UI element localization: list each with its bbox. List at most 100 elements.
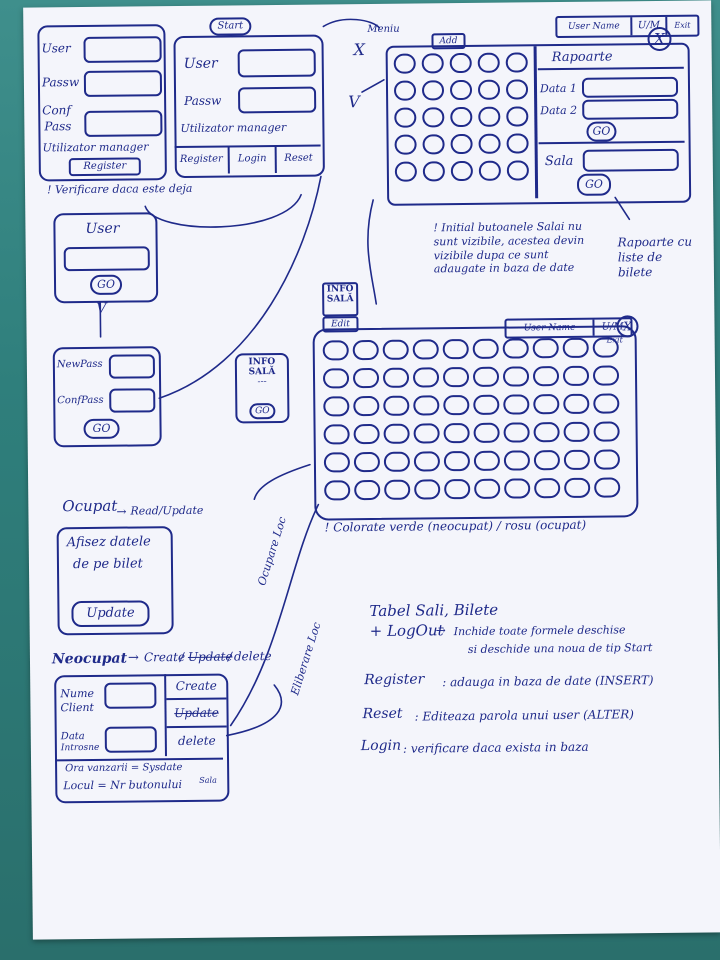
hall-button[interactable] [478, 106, 501, 127]
seat-button[interactable] [532, 338, 559, 359]
hall-button[interactable] [422, 134, 445, 155]
seat-button[interactable] [443, 450, 471, 472]
hall-button[interactable] [394, 161, 417, 182]
seat-button[interactable] [354, 479, 381, 501]
register-button[interactable]: Register [68, 157, 141, 177]
seat-button[interactable] [474, 478, 501, 499]
seat-button[interactable] [443, 394, 470, 416]
seat-button[interactable] [414, 479, 441, 500]
hall-button[interactable] [506, 106, 529, 127]
seat-button[interactable] [352, 339, 379, 361]
hall-button[interactable] [477, 52, 500, 73]
seat-button[interactable] [502, 338, 529, 359]
seat-button[interactable] [323, 424, 350, 445]
data2-field[interactable] [582, 98, 679, 120]
go-button[interactable]: GO [83, 418, 120, 440]
user-field[interactable] [237, 48, 316, 78]
pass-field[interactable] [237, 86, 317, 114]
user-field[interactable] [83, 36, 162, 63]
hall-button[interactable] [421, 80, 445, 101]
update-button[interactable]: Update [71, 600, 150, 628]
user-name-tab[interactable]: User Name [557, 17, 633, 37]
seat-button[interactable] [323, 396, 350, 417]
go-button-data[interactable]: GO [586, 121, 617, 142]
manager-option[interactable]: Utilizator manager [42, 140, 149, 155]
seat-button[interactable] [353, 451, 381, 473]
seat-button[interactable] [383, 451, 411, 472]
hall-button[interactable] [478, 160, 501, 181]
update-button[interactable]: Update [166, 699, 227, 729]
seat-button[interactable] [413, 451, 441, 472]
hall-button[interactable] [449, 79, 473, 101]
login-button[interactable]: Login [229, 146, 277, 174]
conf-pass-field[interactable] [84, 110, 163, 137]
hall-button[interactable] [394, 107, 417, 128]
hall-button[interactable] [505, 79, 529, 100]
seat-button[interactable] [503, 394, 530, 415]
seat-button[interactable] [473, 450, 501, 471]
side-go-button[interactable]: GO [249, 403, 276, 420]
seat-button[interactable] [413, 423, 440, 444]
hall-button[interactable] [478, 133, 501, 154]
seat-button[interactable] [504, 478, 531, 499]
seat-button[interactable] [533, 394, 560, 415]
seat-button[interactable] [323, 452, 351, 473]
newpass-field[interactable] [108, 354, 156, 379]
hall-button[interactable] [394, 134, 417, 155]
seat-button[interactable] [593, 449, 621, 470]
seat-button[interactable] [473, 394, 500, 415]
nume-client-field[interactable] [104, 682, 157, 709]
info-sala-tab[interactable]: INFO SALĂ [322, 282, 359, 317]
seat-button[interactable] [563, 393, 590, 414]
hall-button[interactable] [422, 161, 445, 182]
seat-button[interactable] [592, 337, 619, 358]
seat-button[interactable] [592, 365, 620, 386]
seat-button[interactable] [594, 477, 621, 498]
reset-button[interactable]: Reset [284, 152, 313, 164]
seat-button[interactable] [562, 365, 590, 386]
data-field[interactable] [104, 726, 157, 753]
hall-button[interactable] [450, 160, 473, 182]
seat-button[interactable] [382, 367, 410, 388]
hall-button[interactable] [477, 79, 501, 100]
hall-button[interactable] [421, 53, 444, 74]
sala-field[interactable] [582, 148, 679, 172]
hall-button[interactable] [505, 52, 528, 73]
seat-button[interactable] [503, 450, 531, 471]
seat-button[interactable] [564, 477, 591, 498]
seat-button[interactable] [472, 338, 499, 359]
pass-field[interactable] [83, 70, 163, 97]
seat-button[interactable] [384, 479, 411, 500]
seat-button[interactable] [383, 423, 410, 444]
seat-button[interactable] [443, 422, 470, 444]
hall-button[interactable] [393, 80, 417, 101]
seat-button[interactable] [503, 422, 530, 443]
hall-button[interactable] [422, 107, 445, 128]
seat-button[interactable] [353, 395, 380, 417]
seat-button[interactable] [382, 339, 409, 360]
go-button-sala[interactable]: GO [576, 173, 612, 196]
create-button[interactable]: Create [166, 673, 227, 701]
manager-option[interactable]: Utilizator manager [180, 120, 287, 135]
seat-button[interactable] [533, 450, 561, 471]
seat-button[interactable] [324, 480, 351, 501]
seat-button[interactable] [563, 449, 591, 470]
seat-button[interactable] [502, 366, 530, 387]
seat-button[interactable] [412, 367, 440, 388]
seat-button[interactable] [444, 478, 471, 500]
seat-button[interactable] [534, 478, 561, 499]
delete-button[interactable]: delete [177, 733, 216, 749]
seat-button[interactable] [322, 340, 349, 361]
hall-button[interactable] [506, 160, 529, 181]
data1-field[interactable] [581, 76, 679, 98]
confpass-field[interactable] [109, 388, 156, 413]
seat-button[interactable] [413, 395, 440, 416]
hall-button[interactable] [450, 133, 473, 155]
seat-button[interactable] [383, 395, 410, 416]
seat-button[interactable] [593, 393, 620, 414]
exit-tab[interactable]: Exit [674, 20, 691, 30]
seat-button[interactable] [353, 423, 380, 445]
seat-button[interactable] [593, 421, 620, 442]
seat-button[interactable] [352, 367, 380, 389]
register-button[interactable]: Register [174, 147, 231, 175]
